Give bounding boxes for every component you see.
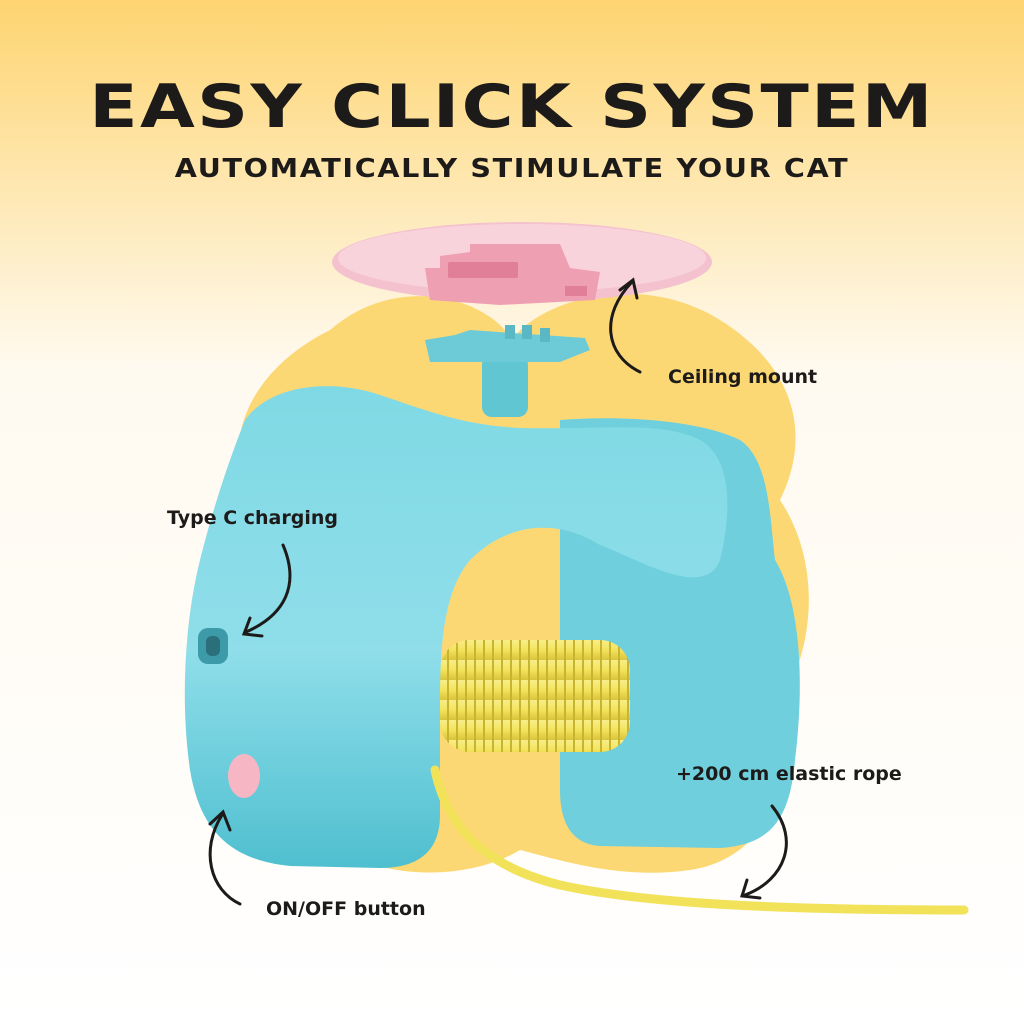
callout-type-c: Type C charging bbox=[167, 507, 338, 529]
page-title: EASY CLICK SYSTEM bbox=[89, 72, 935, 142]
callout-ceiling-mount: Ceiling mount bbox=[668, 366, 818, 388]
arrow-ceiling-mount-icon bbox=[609, 277, 642, 374]
device-body-front bbox=[184, 386, 728, 868]
elastic-rope bbox=[430, 765, 969, 915]
arrow-rope-icon bbox=[740, 804, 788, 900]
callout-rope: +200 cm elastic rope bbox=[676, 763, 902, 785]
callout-power-button: ON/OFF button bbox=[266, 898, 426, 920]
power-button bbox=[228, 754, 260, 798]
spring-coil bbox=[440, 640, 630, 752]
arrow-type-c-icon bbox=[241, 543, 292, 638]
click-mount-stem bbox=[425, 325, 590, 417]
arrow-power-button-icon bbox=[208, 809, 242, 906]
page-subtitle: AUTOMATICALLY STIMULATE YOUR CAT bbox=[174, 154, 850, 184]
ceiling-mount-plate bbox=[332, 222, 712, 305]
